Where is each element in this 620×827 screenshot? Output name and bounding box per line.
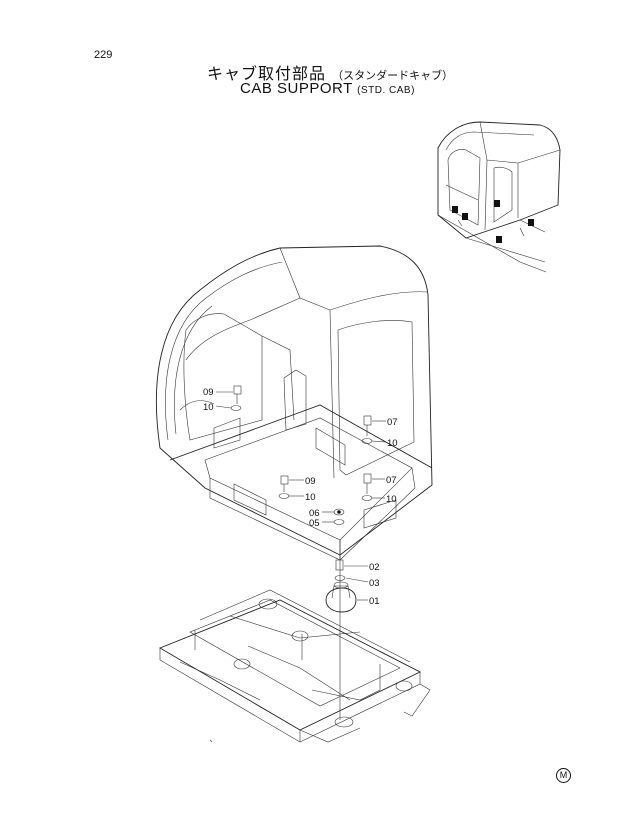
title-japanese-sub: （スタンダードキャブ） xyxy=(332,69,454,82)
callout-06: 06 xyxy=(309,508,320,519)
callout-03: 03 xyxy=(369,578,380,589)
callout-07-upper: 07 xyxy=(387,417,398,428)
callout-10-upper-right: 10 xyxy=(387,438,398,449)
leader-lines xyxy=(215,391,387,601)
callout-07-lower: 07 xyxy=(386,475,397,486)
callout-09-left: 09 xyxy=(203,387,214,398)
circled-m-mark: M xyxy=(556,768,571,783)
callout-09-center: 09 xyxy=(305,476,316,487)
cab-mount-drawing xyxy=(325,508,357,720)
title-english-main: CAB SUPPORT xyxy=(240,80,353,97)
title-japanese-main: キャブ取付部品 xyxy=(207,64,327,83)
callout-05: 05 xyxy=(309,518,320,529)
page-number: 229 xyxy=(94,49,113,61)
callout-10-left: 10 xyxy=(203,402,214,413)
title-english: CAB SUPPORT (STD. CAB) xyxy=(240,80,415,97)
inset-cab-drawing xyxy=(437,121,561,273)
title-english-sub: (STD. CAB) xyxy=(357,85,415,96)
bolts-drawing xyxy=(230,385,373,501)
callout-10-lower-right: 10 xyxy=(386,494,397,505)
title-japanese: キャブ取付部品 （スタンダードキャブ） xyxy=(207,60,453,84)
base-frame-drawing xyxy=(158,589,431,743)
cab-shell-drawing xyxy=(155,245,433,561)
callout-01: 01 xyxy=(369,596,380,607)
callout-labels: 09 10 07 10 09 10 07 10 06 05 02 03 01 xyxy=(203,387,398,607)
callout-02: 02 xyxy=(369,562,380,573)
callout-10-center: 10 xyxy=(305,492,316,503)
